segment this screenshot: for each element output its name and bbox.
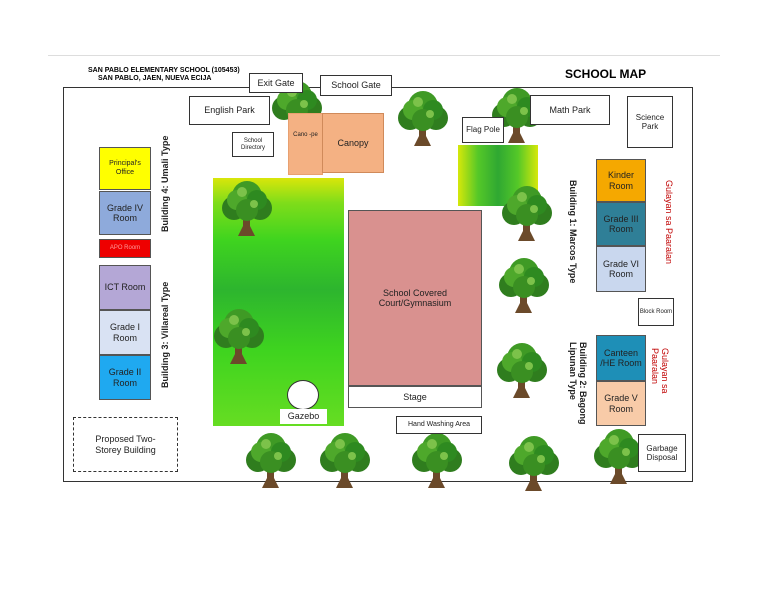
stage: Stage [348, 386, 482, 408]
covered-court: School Covered Court/Gymnasium [348, 210, 482, 386]
grade-iii-room: Grade III Room [596, 202, 646, 246]
tree-icon [214, 309, 264, 364]
gazebo-label: Gazebo [280, 409, 327, 424]
canope-area: Cano -pe [288, 113, 323, 175]
school-gate-label: School Gate [320, 75, 392, 96]
garden2-label: Gulayan sa Paaralan [650, 348, 670, 394]
tree-icon [497, 343, 547, 398]
gazebo-shape [287, 380, 319, 410]
tree-icon [509, 436, 559, 491]
ict-room: ICT Room [99, 265, 151, 310]
hand-washing-area: Hand Washing Area [396, 416, 482, 434]
block-room: Block Room [638, 298, 674, 326]
top-divider [48, 55, 720, 56]
grade-v-room: Grade V Room [596, 381, 646, 426]
school-directory-label: School Directory [232, 132, 274, 157]
school-address: SAN PABLO, JAEN, NUEVA ECIJA [98, 75, 212, 82]
red-room: APO Room [99, 239, 151, 258]
tree-icon [502, 186, 552, 241]
building2-label: Building 2: Bagong Lipunan Type [568, 342, 588, 425]
tree-icon [398, 91, 448, 146]
map-title: SCHOOL MAP [565, 67, 647, 81]
canteen-he-room: Canteen /HE Room [596, 335, 646, 381]
building3-label: Building 3: Villareal Type [160, 281, 170, 388]
tree-icon [412, 433, 462, 488]
school-name: SAN PABLO ELEMENTARY SCHOOL (105453) [88, 67, 240, 74]
building4-label: Building 4: Umali Type [160, 135, 170, 232]
principals-office: Principal's Office [99, 147, 151, 190]
tree-icon [222, 181, 272, 236]
grade-vi-room: Grade VI Room [596, 246, 646, 292]
building1-label: Building 1: Marcos Type [568, 180, 578, 284]
canopy-area: Canopy [322, 113, 384, 173]
english-park-label: English Park [189, 96, 270, 125]
tree-icon [499, 258, 549, 313]
exit-gate-label: Exit Gate [249, 73, 303, 93]
tree-icon [246, 433, 296, 488]
proposed-building: Proposed Two-Storey Building [73, 417, 178, 472]
tree-icon [320, 433, 370, 488]
flag-pole-label: Flag Pole [462, 117, 504, 143]
garbage-disposal: Garbage Disposal [638, 434, 686, 472]
grade-iv-room: Grade IV Room [99, 191, 151, 235]
science-park-label: Science Park [627, 96, 673, 148]
garden1-label: Gulayan sa Paaralan [664, 180, 674, 265]
grade-ii-room: Grade II Room [99, 355, 151, 400]
kinder-room: Kinder Room [596, 159, 646, 202]
grade-i-room: Grade I Room [99, 310, 151, 355]
math-park-label: Math Park [530, 95, 610, 125]
